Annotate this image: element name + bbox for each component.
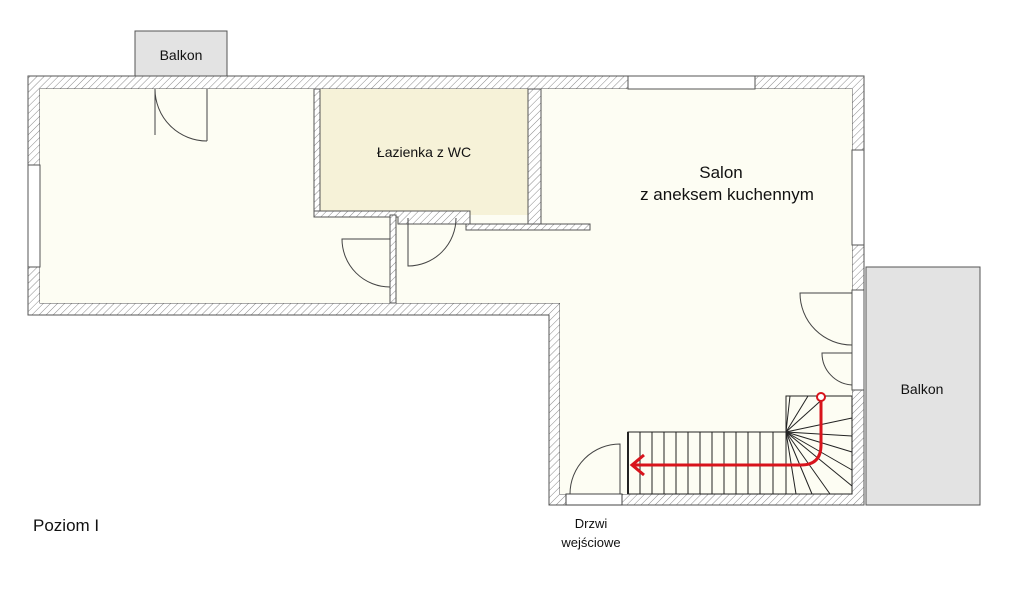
living-room-label-line2: z aneksem kuchennym <box>640 185 814 204</box>
windows <box>27 75 865 391</box>
interior-walls <box>313 88 591 304</box>
balcony-right <box>865 266 981 506</box>
floor <box>40 89 852 494</box>
living-room-label-line1: Salon <box>699 163 742 182</box>
stair-arrow <box>629 392 826 477</box>
doors <box>154 88 853 506</box>
bathroom-label: Łazienka z WC <box>377 144 471 160</box>
entrance-label-line2: wejściowe <box>560 535 620 550</box>
bathroom-floor <box>320 89 528 215</box>
balcony-top-label: Balkon <box>160 47 203 63</box>
entrance-label-line1: Drzwi <box>575 516 608 531</box>
balcony-right-label: Balkon <box>901 381 944 397</box>
balcony-top <box>134 30 228 78</box>
level-label: Poziom I <box>33 516 99 535</box>
staircase <box>627 395 853 495</box>
